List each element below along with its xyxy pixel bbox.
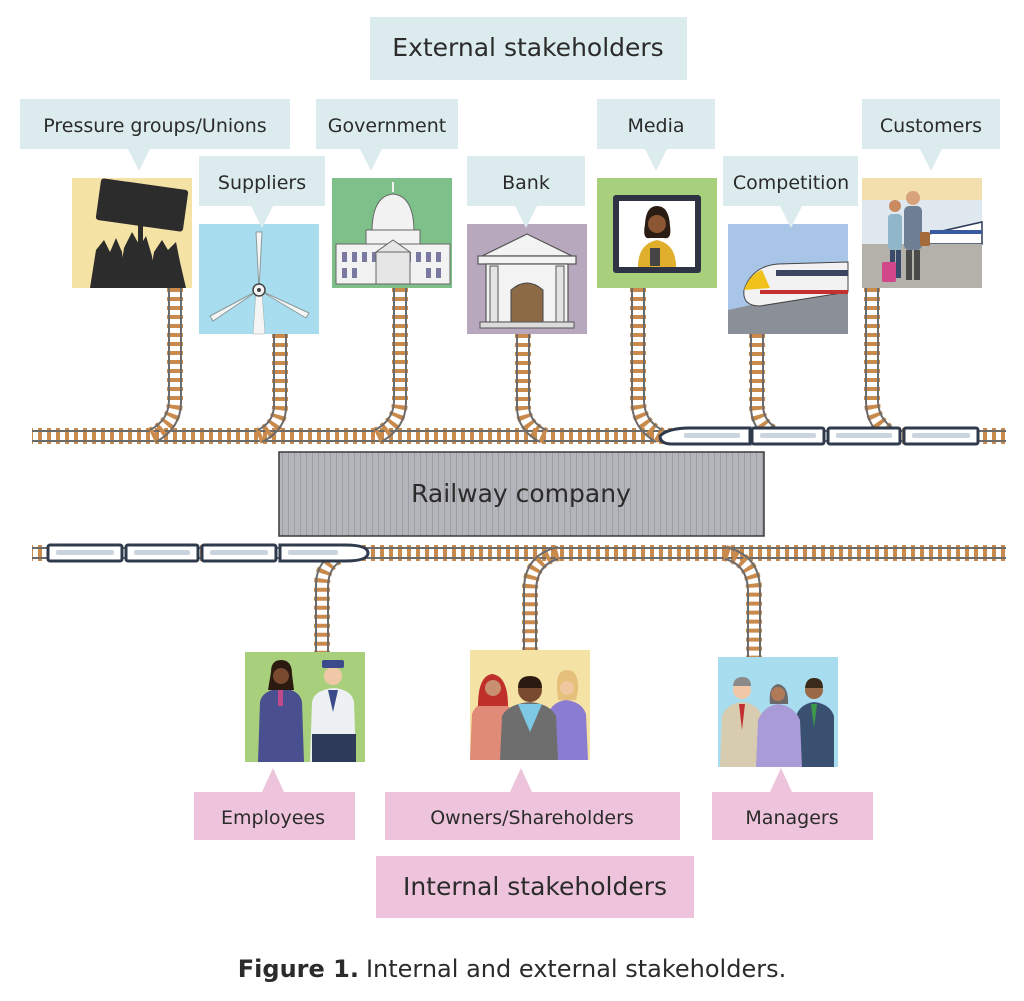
- label-text: Managers: [745, 807, 838, 829]
- internal-stakeholders-title: Internal stakeholders: [403, 872, 667, 901]
- high-speed-train-icon: [728, 224, 849, 334]
- label-text: Bank: [502, 172, 550, 194]
- external-stakeholders-title: External stakeholders: [392, 33, 663, 62]
- travelling-couple-icon: [862, 178, 983, 288]
- caption-text: Internal and external stakeholders.: [366, 955, 786, 983]
- external-branch-tracks: [146, 288, 900, 444]
- branch-track: [722, 545, 762, 657]
- label-text: Owners/Shareholders: [430, 807, 634, 829]
- protest-icon: [72, 178, 192, 288]
- branch-track: [314, 545, 349, 652]
- label-text: Pressure groups/Unions: [43, 115, 266, 137]
- caption-label: Figure 1.: [238, 955, 359, 983]
- branch-track: [522, 545, 561, 650]
- label-text: Government: [328, 115, 447, 137]
- branch-track: [371, 288, 408, 444]
- stakeholder-label-owners: Owners/Shareholders: [385, 768, 680, 840]
- managers-group-icon: [718, 657, 838, 767]
- label-text: Customers: [880, 115, 982, 137]
- railway-company-label: Railway company: [411, 479, 631, 508]
- stakeholder-label-suppliers: Suppliers: [199, 156, 325, 228]
- label-text: Employees: [221, 807, 325, 829]
- branch-track: [146, 288, 183, 444]
- branch-track: [254, 334, 288, 444]
- railway-staff-icon: [245, 652, 365, 762]
- branch-track: [515, 334, 550, 444]
- capitol-building-icon: [332, 178, 452, 288]
- figure-caption: Figure 1.Internal and external stakehold…: [238, 955, 786, 983]
- stakeholder-label-customers: Customers: [862, 99, 1000, 171]
- branch-track: [864, 288, 900, 444]
- internal-stakeholder-labels: Employees Owners/Shareholders Managers: [194, 768, 873, 840]
- external-stakeholders-header: External stakeholders: [370, 17, 687, 80]
- shareholders-group-icon: [470, 650, 590, 760]
- internal-stakeholders-header: Internal stakeholders: [376, 856, 694, 918]
- stakeholder-label-media: Media: [597, 99, 715, 171]
- wind-turbine-icon: [199, 224, 319, 335]
- train-internal: [46, 543, 370, 563]
- label-text: Suppliers: [218, 172, 306, 194]
- stakeholder-label-employees: Employees: [194, 768, 355, 840]
- stakeholder-label-bank: Bank: [467, 156, 585, 228]
- stakeholder-label-pressure-groups: Pressure groups/Unions: [20, 99, 290, 171]
- branch-track: [749, 334, 784, 444]
- label-text: Media: [627, 115, 684, 137]
- stakeholder-label-competition: Competition: [723, 156, 858, 228]
- stakeholder-label-government: Government: [316, 99, 458, 171]
- branch-track: [630, 288, 666, 444]
- label-text: Competition: [733, 172, 849, 194]
- train-external: [658, 426, 980, 446]
- internal-branch-tracks: [314, 545, 762, 657]
- bank-building-icon: [467, 224, 587, 334]
- railway-company-box: Railway company: [278, 451, 765, 537]
- external-stakeholder-labels: Pressure groups/Unions Suppliers Governm…: [20, 99, 1000, 228]
- stakeholder-label-managers: Managers: [712, 768, 873, 840]
- news-presenter-icon: [597, 178, 717, 288]
